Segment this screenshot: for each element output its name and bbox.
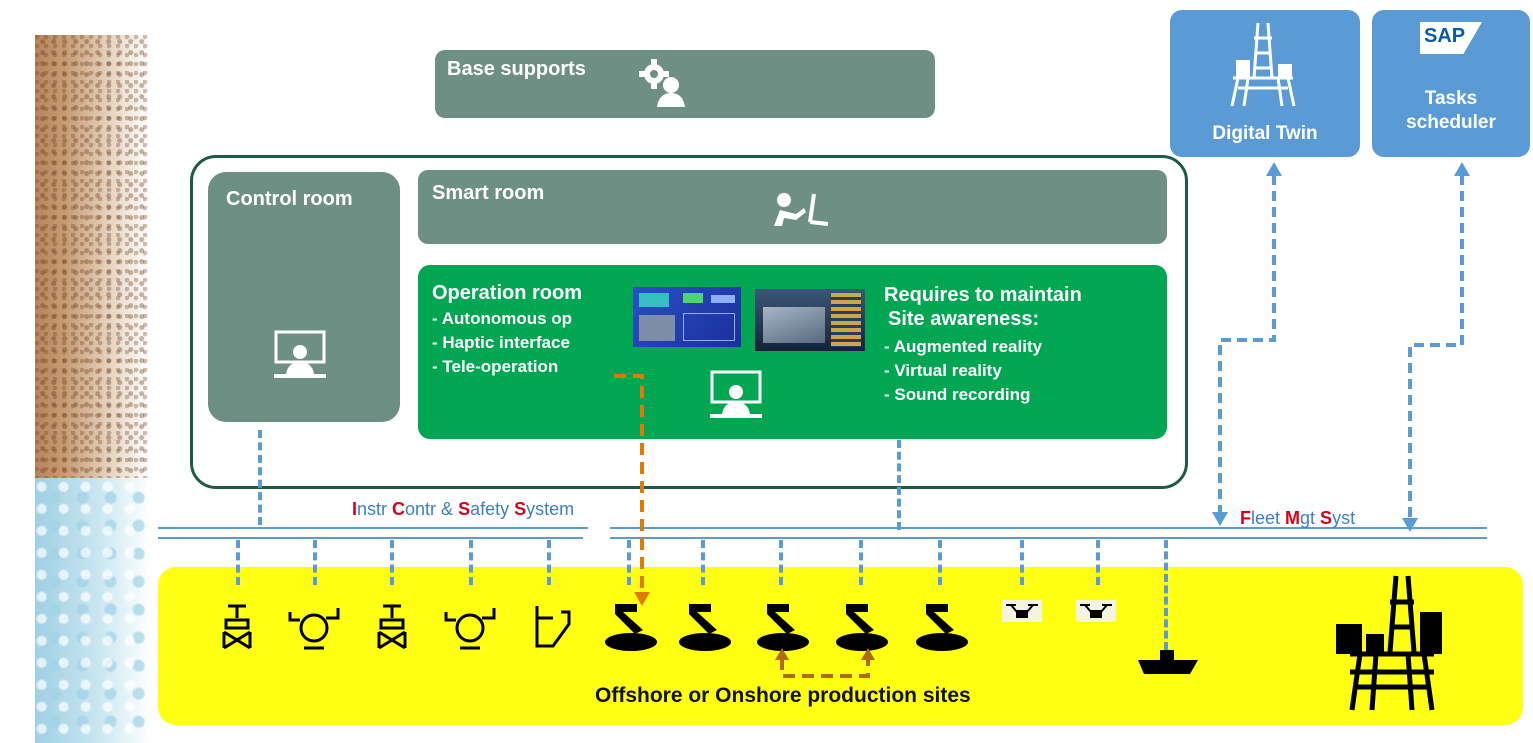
operator-workstation-icon xyxy=(274,330,326,378)
ics-label: Instr Contr & Safety System xyxy=(352,499,575,519)
boat-icon xyxy=(1138,650,1198,674)
digital-twin-box: Digital Twin xyxy=(1170,10,1360,157)
list-item: - Sound recording xyxy=(884,385,1031,404)
pump-icon xyxy=(444,608,496,650)
digital-twin-label: Digital Twin xyxy=(1212,123,1318,144)
smart-room-box: Smart room xyxy=(418,170,1167,244)
device-link xyxy=(469,540,473,585)
plant-monitor-screenshot xyxy=(755,289,865,351)
requires-title-line2: Site awareness: xyxy=(888,308,1040,330)
operations-center-frame xyxy=(190,155,1188,489)
device-link xyxy=(859,540,863,585)
oil-platform-icon xyxy=(1230,22,1296,107)
list-item: - Autonomous op xyxy=(432,309,573,328)
operation-room-link xyxy=(897,440,901,530)
control-room-label: Control room xyxy=(226,188,353,210)
drone-icon xyxy=(1002,600,1042,622)
robot-icon xyxy=(836,604,888,651)
oil-platform-icon xyxy=(1336,575,1442,711)
ics-bus-line xyxy=(158,537,583,539)
device-link xyxy=(779,540,783,585)
valve-icon xyxy=(377,604,407,650)
water-texture xyxy=(35,478,150,743)
control-room-link xyxy=(258,430,262,525)
tasks-scheduler-line2: scheduler xyxy=(1406,112,1496,133)
device-link xyxy=(547,540,551,585)
device-link xyxy=(390,540,394,585)
dashboard-screenshot xyxy=(633,287,741,347)
tasks-scheduler-box: SAP Tasks scheduler xyxy=(1372,10,1530,157)
valve-icon xyxy=(222,604,252,650)
device-link xyxy=(236,540,240,585)
operation-room-list: - Autonomous op - Haptic interface - Tel… xyxy=(432,307,572,379)
robot-icon xyxy=(605,604,657,651)
fleet-label: Fleet Mgt Syst xyxy=(1240,508,1356,528)
teleoperation-link xyxy=(614,374,650,606)
pump-icon xyxy=(288,608,340,650)
device-link xyxy=(313,540,317,585)
ics-bus-line xyxy=(158,527,588,529)
robot-icon xyxy=(916,604,968,651)
device-link xyxy=(1164,540,1168,650)
base-supports-label: Base supports xyxy=(447,58,586,80)
fleet-bus-line xyxy=(610,527,1487,529)
requires-title-line1: Requires to maintain xyxy=(884,284,1082,306)
robot-icon xyxy=(757,604,809,651)
gear-person-icon xyxy=(639,59,685,107)
tank-icon xyxy=(535,606,571,648)
device-link xyxy=(1096,540,1100,585)
sap-logo: SAP xyxy=(1420,22,1482,54)
robot-icon xyxy=(679,604,731,651)
list-item: - Tele-operation xyxy=(432,357,559,376)
smart-room-label: Smart room xyxy=(432,182,545,204)
fleet-bus-line xyxy=(610,537,1487,539)
robot-operator-icon xyxy=(774,193,829,226)
requires-list: - Augmented reality - Virtual reality - … xyxy=(884,335,1042,407)
operation-room-box: Operation room - Autonomous op - Haptic … xyxy=(418,265,1167,439)
digital-twin-link xyxy=(1212,162,1282,526)
list-item: - Haptic interface xyxy=(432,333,570,352)
device-link xyxy=(627,540,631,585)
robot-collaboration-link xyxy=(775,648,875,678)
production-sites-label: Offshore or Onshore production sites xyxy=(595,684,971,707)
base-supports-box: Base supports xyxy=(435,50,935,118)
device-link xyxy=(701,540,705,585)
sand-texture xyxy=(35,35,150,480)
control-room-box: Control room xyxy=(208,172,400,422)
drone-icon xyxy=(1076,600,1116,622)
tasks-scheduler-line1: Tasks xyxy=(1424,88,1478,109)
tasks-scheduler-link xyxy=(1402,162,1470,532)
device-link xyxy=(938,540,942,585)
operator-workstation-icon xyxy=(710,370,762,418)
list-item: - Virtual reality xyxy=(884,361,1002,380)
operation-room-label: Operation room xyxy=(432,282,583,304)
device-link xyxy=(1020,540,1024,585)
list-item: - Augmented reality xyxy=(884,337,1043,356)
